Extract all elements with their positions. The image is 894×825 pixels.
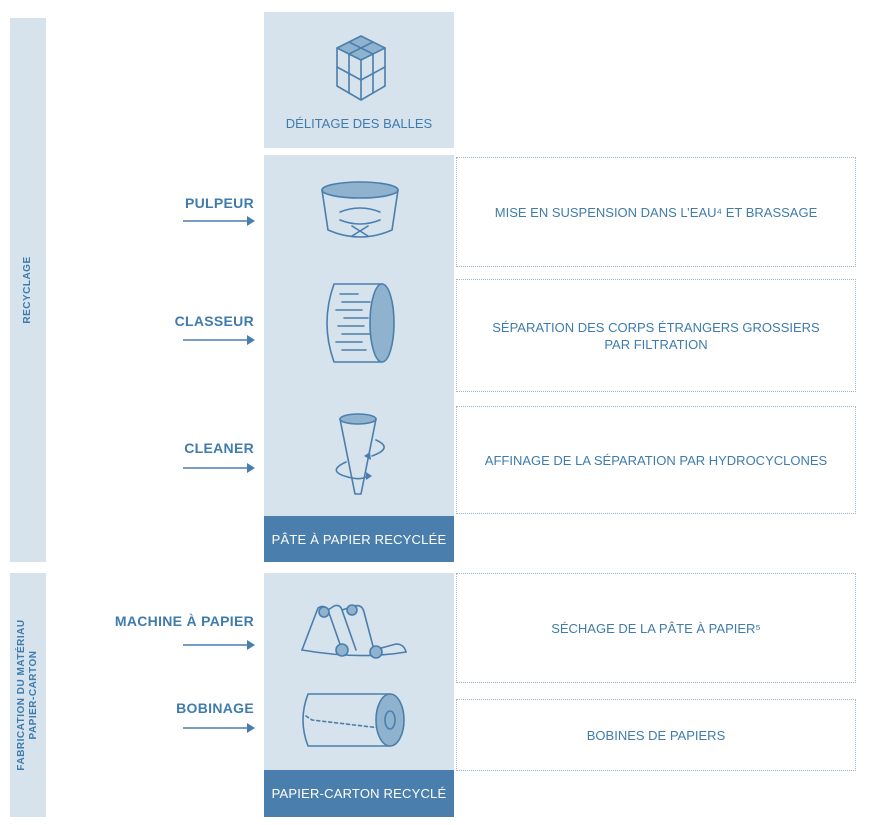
arrow-right-icon	[183, 335, 255, 345]
output-pulp-label: PÂTE À PAPIER RECYCLÉE	[264, 516, 454, 562]
arrow-right-icon	[183, 463, 255, 473]
step-desc-machine-a-papier-text: SÉCHAGE DE LA PÂTE À PAPIER⁵	[551, 620, 761, 636]
section-bar-fabrication: FABRICATION DU MATÉRIAU PAPIER-CARTON	[10, 573, 46, 817]
step-label-cleaner: CLEANER	[184, 440, 254, 456]
step-desc-bobinage: BOBINES DE PAPIERS	[456, 699, 856, 771]
step-label-classeur: CLASSEUR	[174, 313, 254, 329]
paper-roll-icon	[302, 693, 405, 747]
output-board-label: PAPIER-CARTON RECYCLÉ	[264, 770, 454, 817]
screen-drum-icon	[326, 283, 395, 363]
step-desc-machine-a-papier: SÉCHAGE DE LA PÂTE À PAPIER⁵	[456, 573, 856, 683]
arrow-right-icon	[183, 723, 255, 733]
delitage-label: DÉLITAGE DES BALLES	[285, 116, 433, 131]
step-label-bobinage: BOBINAGE	[176, 700, 254, 716]
arrow-right-icon	[183, 216, 255, 226]
delitage-panel: DÉLITAGE DES BALLES	[264, 12, 454, 148]
arrow-right-icon	[183, 640, 255, 650]
cube-bales-icon	[336, 35, 386, 101]
step-desc-pulpeur: MISE EN SUSPENSION DANS L’EAU⁴ ET BRASSA…	[456, 157, 856, 267]
step-desc-cleaner-text: AFFINAGE DE LA SÉPARATION PAR HYDROCYCLO…	[484, 452, 828, 468]
paper-machine-icon	[301, 604, 407, 659]
step-label-pulpeur: PULPEUR	[185, 195, 254, 211]
section-bar-recyclage: RECYCLAGE	[10, 18, 46, 562]
hydrocyclone-icon	[335, 413, 385, 495]
step-desc-classeur: SÉPARATION DES CORPS ÉTRANGERS GROSSIERS…	[456, 279, 856, 392]
step-desc-cleaner: AFFINAGE DE LA SÉPARATION PAR HYDROCYCLO…	[456, 406, 856, 514]
section-label-fabrication: FABRICATION DU MATÉRIAU PAPIER-CARTON	[16, 619, 39, 771]
step-desc-pulpeur-text: MISE EN SUSPENSION DANS L’EAU⁴ ET BRASSA…	[494, 204, 818, 220]
step-label-machine-a-papier: MACHINE À PAPIER	[114, 613, 254, 629]
step-desc-bobinage-text: BOBINES DE PAPIERS	[586, 727, 726, 743]
step-desc-classeur-text: SÉPARATION DES CORPS ÉTRANGERS GROSSIERS…	[492, 319, 820, 352]
pulper-tank-icon	[321, 181, 399, 238]
